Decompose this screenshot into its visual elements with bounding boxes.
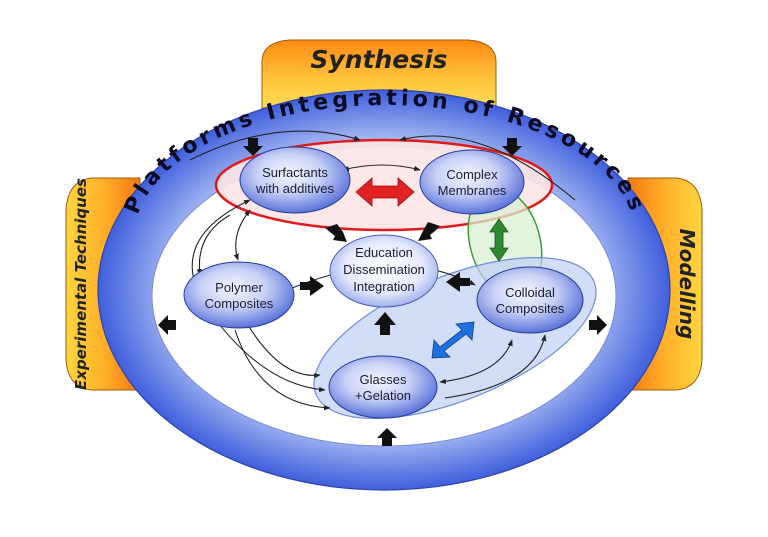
node-glasses-gelation: Glasses +Gelation <box>328 355 438 419</box>
polymer-line-1: Polymer <box>215 280 263 295</box>
experimental-techniques-label: Experimental Techniques <box>72 178 90 390</box>
colloidal-line-2: Composites <box>496 301 565 316</box>
node-complex-membranes: Complex Membranes <box>419 149 525 215</box>
thick-arrows <box>158 138 607 446</box>
membranes-line-1: Complex <box>446 167 498 182</box>
colloidal-line-1: Colloidal <box>505 285 555 300</box>
education-line-3: Integration <box>353 279 414 294</box>
red-double-arrow <box>355 177 415 207</box>
synthesis-label: Synthesis <box>310 45 447 74</box>
node-polymer-composites: Polymer Composites <box>183 261 295 329</box>
polymer-line-2: Composites <box>205 296 274 311</box>
green-double-arrow <box>489 218 509 262</box>
surfactants-line-1: Surfactants <box>262 165 328 180</box>
membranes-line-2: Membranes <box>438 183 507 198</box>
surfactants-line-2: with additives <box>255 181 335 196</box>
modelling-label: Modelling <box>675 229 699 340</box>
blue-double-arrow <box>431 321 475 359</box>
education-line-1: Education <box>355 245 413 260</box>
education-line-2: Dissemination <box>343 262 425 277</box>
node-colloidal-composites: Colloidal Composites <box>476 266 584 334</box>
glasses-line-2: +Gelation <box>355 388 411 403</box>
node-education: Education Dissemination Integration <box>329 234 439 308</box>
node-surfactants: Surfactants with additives <box>239 146 351 214</box>
synthesis-tab: Synthesis <box>261 39 497 109</box>
glasses-line-1: Glasses <box>360 372 407 387</box>
